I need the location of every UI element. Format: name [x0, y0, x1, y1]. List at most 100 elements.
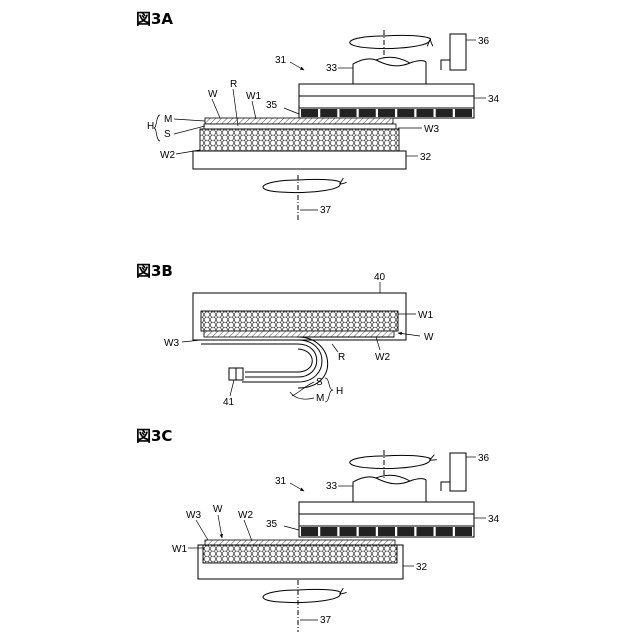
label-w3-c: W3 [186, 510, 201, 521]
vacuum-cell [378, 109, 395, 117]
label-w-c: W [213, 504, 223, 515]
leader-w2 [176, 150, 200, 154]
motor-link-c [441, 482, 450, 491]
vacuum-cell [359, 109, 376, 117]
rotation-arrow-arc [384, 35, 431, 40]
leader-41 [230, 380, 234, 396]
vacuum-cell [397, 109, 414, 117]
leader-w3-b [182, 340, 201, 342]
vacuum-cell [416, 527, 433, 536]
vacuum-cell [378, 527, 395, 536]
pointer-arrow-icon [218, 515, 222, 538]
label-h: H [147, 121, 154, 132]
figure-3b-title: 図3B [136, 262, 173, 280]
label-w2: W2 [160, 150, 175, 161]
layer-w3-c [205, 540, 395, 545]
label-35: 35 [266, 100, 278, 111]
label-w1: W1 [246, 91, 261, 102]
leader-w [212, 99, 220, 118]
label-31-c: 31 [275, 476, 287, 487]
rotation-arrow-head-c2 [298, 589, 341, 594]
label-w3: W3 [424, 124, 439, 135]
label-w-b: W [424, 332, 434, 343]
layer-w2 [200, 129, 399, 151]
label-32-c: 32 [416, 562, 428, 573]
label-41: 41 [223, 397, 235, 408]
label-37: 37 [320, 205, 332, 216]
shaft-33 [353, 59, 426, 84]
chuck-32 [193, 151, 406, 169]
figure-3b: 図3B 40 W1 W W3 R W2 41 S M H [136, 262, 434, 408]
label-33: 33 [326, 63, 338, 74]
leader-w1 [252, 101, 256, 119]
tape-h-m [245, 349, 312, 372]
pointer-arrow-icon [398, 333, 420, 336]
label-33-c: 33 [326, 481, 338, 492]
vacuum-cell [320, 527, 337, 536]
label-32: 32 [420, 152, 432, 163]
leader-r-b [332, 344, 338, 352]
vacuum-cells-c [301, 527, 472, 536]
leader-w2-c [244, 520, 252, 541]
label-35-c: 35 [266, 519, 278, 530]
label-s-b: S [316, 377, 323, 388]
label-34-c: 34 [488, 514, 500, 525]
upper-holder-unit: 36 33 34 35 31 [266, 30, 500, 118]
label-34: 34 [488, 94, 500, 105]
figure-3c: 図3C 36 33 34 35 31 [136, 427, 500, 632]
vacuum-cell [339, 109, 356, 117]
label-w2-c: W2 [238, 510, 253, 521]
label-w3-b: W3 [164, 338, 179, 349]
label-m: M [164, 114, 172, 125]
vacuum-cell [301, 109, 318, 117]
figure-3a: 図3A 36 33 34 35 [136, 10, 500, 222]
layer-w2-c [203, 545, 397, 563]
label-40: 40 [374, 272, 386, 283]
rotation-arrow-head-c [384, 455, 431, 460]
leader-35 [284, 108, 299, 114]
label-r-b: R [338, 352, 345, 363]
leader-w2-b [376, 337, 380, 350]
vacuum-cell [436, 527, 453, 536]
motor-36 [450, 34, 466, 70]
label-36-c: 36 [478, 453, 490, 464]
label-w1-b: W1 [418, 310, 433, 321]
vacuum-cell [339, 527, 356, 536]
motor-36-c [450, 453, 466, 491]
label-37-c: 37 [320, 615, 332, 626]
figure-3c-title: 図3C [136, 427, 172, 445]
label-s: S [164, 129, 171, 140]
label-r: R [230, 79, 237, 90]
leader-m-b [290, 392, 314, 399]
label-h-b: H [336, 386, 343, 397]
clamp-41-jaw [236, 368, 243, 380]
vacuum-cell [301, 527, 318, 536]
pointer-arrow-icon [290, 62, 304, 70]
shaft-33-c [353, 477, 426, 502]
leader-m [174, 119, 205, 121]
vacuum-cell [436, 109, 453, 117]
leader-35-c [284, 526, 299, 530]
wafer-stack-c [198, 540, 403, 579]
layer-w2-b [204, 331, 394, 337]
leader-w3-c [196, 520, 208, 540]
brace-h-b [325, 378, 333, 402]
label-w1-c: W1 [172, 544, 187, 555]
vacuum-cell [359, 527, 376, 536]
motor-link [441, 60, 450, 70]
tape-h-outer [201, 340, 322, 382]
label-m-b: M [316, 393, 324, 404]
wafer-stack [193, 118, 406, 169]
rotation-arrow-icon [263, 180, 340, 193]
layer-w1 [205, 118, 393, 124]
rotation-arrow-head [298, 179, 341, 184]
vacuum-cell [320, 109, 337, 117]
layer-w1-b [201, 311, 398, 331]
leader-s-b [292, 382, 314, 396]
pointer-arrow-icon [290, 483, 304, 491]
vacuum-cell [416, 109, 433, 117]
figure-3a-title: 図3A [136, 10, 173, 28]
vacuum-cell [455, 527, 472, 536]
